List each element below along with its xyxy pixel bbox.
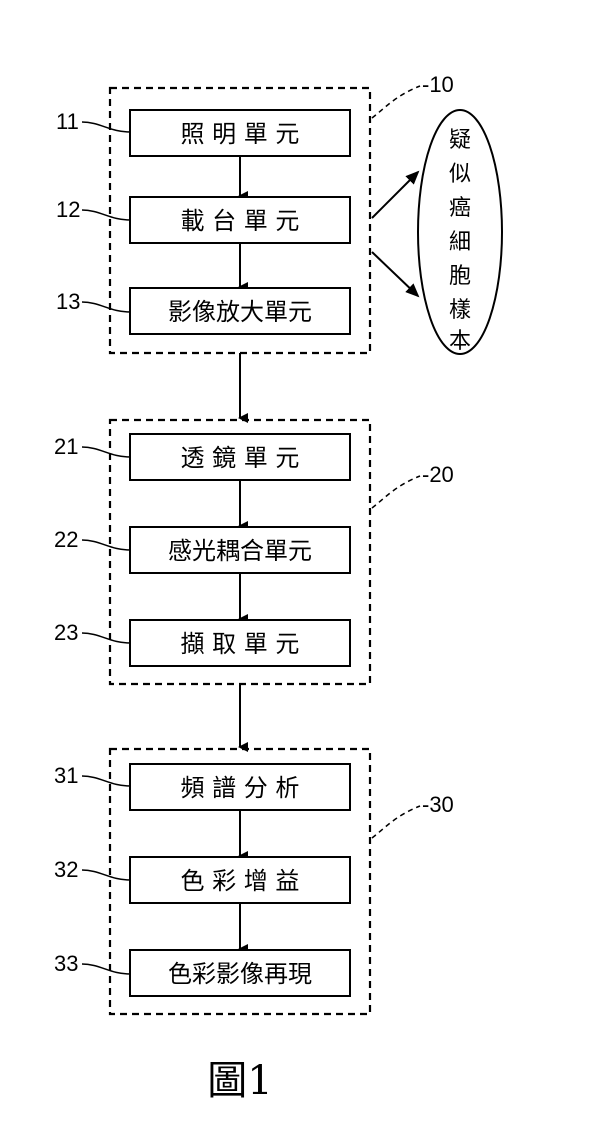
sample-char-1: 疑 <box>449 128 471 153</box>
arrow-stage-to-sample-lower <box>371 251 420 298</box>
box-magnification-label: 影像放大單元 <box>168 298 312 326</box>
ref-13-leader <box>81 301 131 313</box>
group-20-ref: -20 <box>422 462 454 487</box>
sample-char-4: 細 <box>449 230 471 255</box>
sample-char-5: 胞 <box>449 264 471 289</box>
sample-specimen: 疑 似 癌 細 胞 樣 本 <box>417 109 503 355</box>
group-20: -20 透 鏡 單 元 21 感光耦合單元 22 擷 取 單 元 23 <box>54 418 454 686</box>
ref-21-leader <box>81 446 131 458</box>
sample-char-7: 本 <box>449 329 471 354</box>
ref-12-leader <box>81 209 131 221</box>
box-stage-label: 載 台 單 元 <box>181 207 300 235</box>
box-spectrum-analysis <box>129 763 351 811</box>
box-color-reproduction <box>129 949 351 997</box>
ref-32: 32 <box>54 857 78 882</box>
box-lens-label: 透 鏡 單 元 <box>181 444 300 472</box>
ref-33-leader <box>81 963 131 975</box>
ref-31: 31 <box>54 763 78 788</box>
sample-char-2: 似 <box>449 162 471 187</box>
box-magnification-unit <box>129 287 351 335</box>
sample-ellipse <box>417 109 503 355</box>
ref-31-leader <box>81 775 131 787</box>
ref-21: 21 <box>54 434 78 459</box>
box-capture-unit <box>129 619 351 667</box>
group-10-ref: -10 <box>422 72 454 97</box>
group-10-leader-line <box>371 85 421 119</box>
box-capture-label: 擷 取 單 元 <box>181 630 300 658</box>
figure-caption: 圖1 <box>207 1058 272 1104</box>
ref-22-leader <box>81 539 131 551</box>
ref-23: 23 <box>54 620 78 645</box>
box-color-reproduction-label: 色彩影像再現 <box>168 960 312 988</box>
ref-23-leader <box>81 632 131 644</box>
ref-13: 13 <box>56 289 80 314</box>
ref-11: 11 <box>56 109 79 134</box>
box-illumination-label: 照 明 單 元 <box>181 120 300 148</box>
group-10: -10 照 明 單 元 11 載 台 單 元 12 影像放大單元 13 <box>56 72 454 355</box>
sample-char-6: 樣 <box>449 298 471 323</box>
box-ccd-label: 感光耦合單元 <box>168 537 312 565</box>
group-30-ref: -30 <box>422 792 454 817</box>
group-30-dashed-frame <box>108 747 372 1016</box>
arrow-stage-to-sample-upper <box>371 170 420 219</box>
ref-12: 12 <box>56 197 80 222</box>
ref-22: 22 <box>54 527 78 552</box>
box-spectrum-label: 頻 譜 分 析 <box>181 774 300 802</box>
ref-33: 33 <box>54 951 78 976</box>
group-30-leader-line <box>371 805 421 839</box>
box-color-gain-label: 色 彩 增 益 <box>181 867 300 895</box>
ref-11-leader <box>81 121 131 133</box>
group-20-leader-line <box>371 475 421 509</box>
group-30: -30 頻 譜 分 析 31 色 彩 增 益 32 色彩影像再現 33 <box>54 747 454 1016</box>
ref-32-leader <box>81 869 131 881</box>
box-illumination-unit <box>129 109 351 157</box>
sample-char-3: 癌 <box>449 196 471 221</box>
